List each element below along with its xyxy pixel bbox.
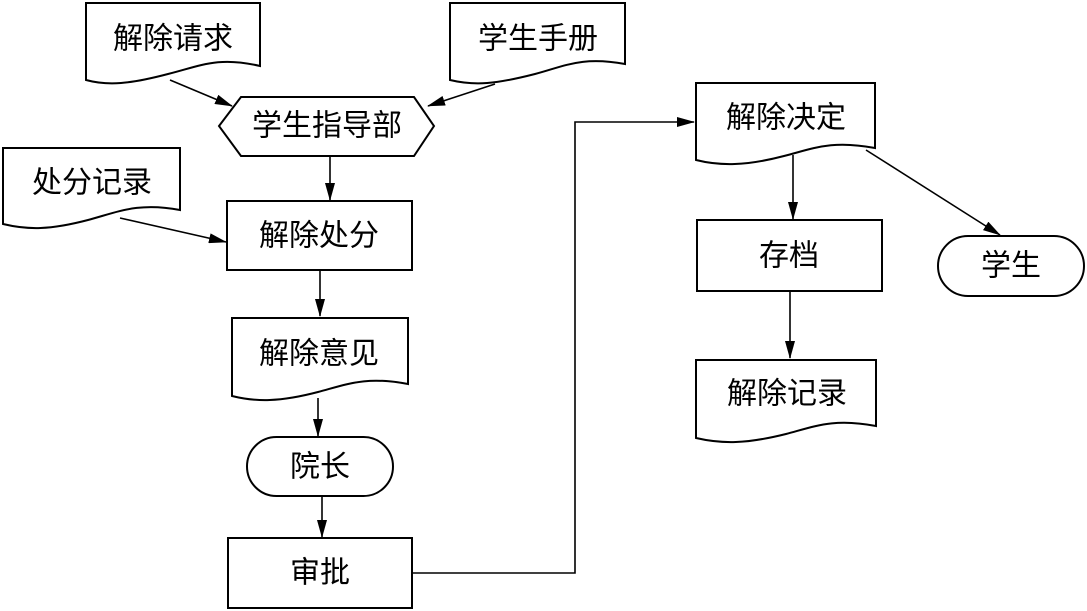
node-student-guidance-dept: 学生指导部 xyxy=(217,96,436,157)
node-student-handbook: 学生手册 xyxy=(449,2,626,85)
node-label: 学生指导部 xyxy=(252,109,402,144)
node-label: 审批 xyxy=(290,556,350,591)
node-label: 处分记录 xyxy=(32,166,152,201)
document-shape xyxy=(695,359,877,444)
node-label: 院长 xyxy=(290,450,350,485)
arrow-approval-to-release-decision xyxy=(412,117,695,574)
arrow-release-request-to-student-guidance-dept xyxy=(169,79,233,107)
node-release-opinion: 解除意见 xyxy=(231,317,409,402)
process-shape xyxy=(226,200,413,271)
node-release-decision: 解除决定 xyxy=(695,82,876,166)
arrow-punishment-record-to-release-punishment xyxy=(119,217,227,244)
node-label: 解除请求 xyxy=(113,22,233,57)
node-release-punishment: 解除处分 xyxy=(226,200,413,271)
node-label: 解除决定 xyxy=(726,101,846,136)
node-label: 存档 xyxy=(759,239,819,274)
hexagon-shape xyxy=(217,96,436,157)
node-release-request: 解除请求 xyxy=(85,2,261,85)
document-shape xyxy=(2,147,181,230)
document-shape xyxy=(85,2,261,85)
node-student: 学生 xyxy=(937,235,1085,297)
node-label: 解除记录 xyxy=(727,377,847,412)
node-label: 学生手册 xyxy=(478,22,598,57)
node-label: 解除处分 xyxy=(259,219,379,254)
terminal-shape xyxy=(937,235,1085,297)
node-label: 学生 xyxy=(981,249,1041,284)
node-label: 解除意见 xyxy=(259,337,379,372)
node-dean: 院长 xyxy=(246,436,394,497)
arrow-student-handbook-to-student-guidance-dept xyxy=(427,83,496,107)
document-shape xyxy=(231,317,409,402)
node-approval: 审批 xyxy=(227,537,413,609)
node-archive: 存档 xyxy=(696,219,883,292)
node-release-record: 解除记录 xyxy=(695,359,877,444)
process-shape xyxy=(696,219,883,292)
document-shape xyxy=(695,82,876,166)
document-shape xyxy=(449,2,626,85)
arrow-release-decision-to-student xyxy=(865,149,1001,236)
process-shape xyxy=(227,537,413,609)
terminal-shape xyxy=(246,436,394,497)
node-punishment-record: 处分记录 xyxy=(2,147,181,230)
